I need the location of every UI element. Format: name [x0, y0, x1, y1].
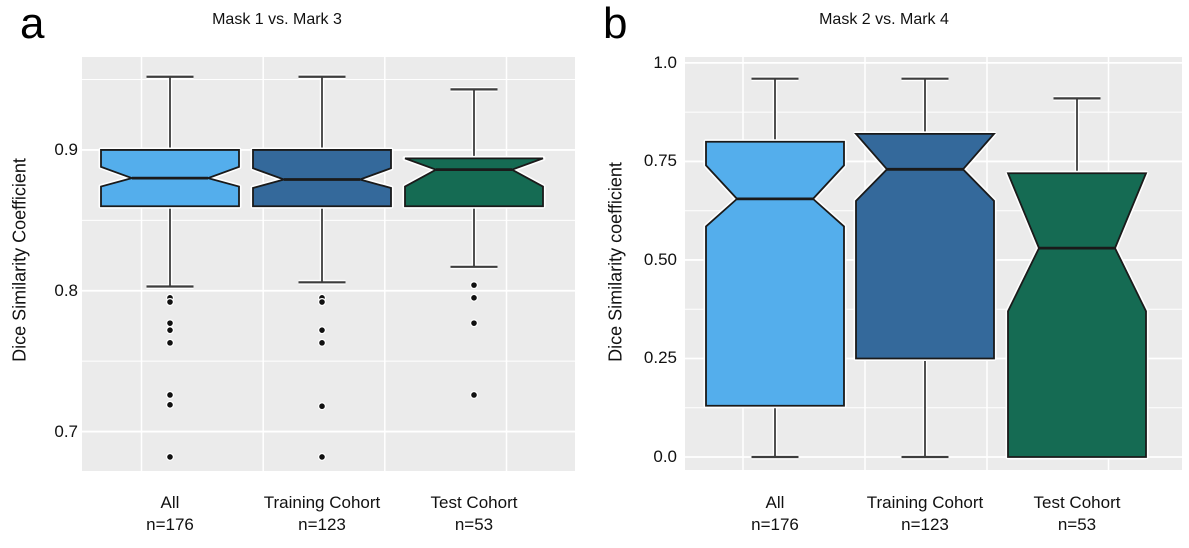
y-tick-label: 0.75 — [643, 151, 677, 171]
y-tick-label: 1.0 — [653, 52, 677, 72]
chart-title-a: Mask 1 vs. Mark 3 — [212, 11, 342, 28]
outlier-point — [470, 281, 479, 290]
outlier-point — [470, 293, 479, 302]
x-category-count: n=176 — [751, 515, 799, 534]
x-category-count: n=176 — [146, 515, 194, 534]
boxplot-panel-b — [685, 57, 1182, 470]
x-category-count: n=123 — [901, 515, 949, 534]
outlier-point — [165, 338, 174, 347]
x-category-label: Test Cohort n=53 — [431, 492, 518, 536]
outlier-point — [318, 298, 327, 307]
panel-background — [82, 57, 575, 471]
outlier-point — [165, 452, 174, 461]
x-category-label: All n=176 — [751, 492, 799, 536]
outlier-point — [318, 402, 327, 411]
x-category-name: Test Cohort — [430, 493, 518, 512]
x-category-name: Training Cohort — [866, 493, 984, 512]
y-axis-title-b: Dice Similarity coefficient — [605, 162, 626, 362]
outlier-point — [470, 390, 479, 399]
outlier-point — [318, 326, 327, 335]
x-category-name: All — [765, 493, 785, 512]
outlier-point — [470, 319, 479, 328]
y-tick-label: 0.25 — [643, 348, 677, 368]
x-category-count: n=123 — [298, 515, 346, 534]
x-category-count: n=53 — [454, 515, 494, 534]
x-category-label: Training Cohort n=123 — [264, 492, 381, 536]
y-axis-title-a: Dice Similarity Coefficient — [9, 158, 30, 362]
box-test-cohort — [404, 157, 544, 208]
box-training-cohort — [854, 132, 996, 360]
panel-letter-b: b — [603, 0, 628, 48]
x-category-name: Test Cohort — [1033, 493, 1121, 512]
y-tick-label: 0.7 — [54, 421, 78, 441]
x-category-label: All n=176 — [146, 492, 194, 536]
panel-letter-a: a — [20, 0, 45, 48]
box-training-cohort — [252, 149, 392, 208]
outlier-point — [165, 400, 174, 409]
y-tick-label: 0.8 — [54, 280, 78, 300]
boxplot-panel-a — [82, 57, 575, 471]
outlier-point — [165, 298, 174, 307]
x-category-name: Training Cohort — [263, 493, 381, 512]
outlier-point — [318, 338, 327, 347]
box-test-cohort — [1006, 172, 1148, 458]
chart-title-b: Mask 2 vs. Mark 4 — [819, 11, 949, 28]
box-all — [705, 140, 845, 407]
outlier-point — [165, 326, 174, 335]
outlier-point — [165, 390, 174, 399]
y-tick-label: 0.50 — [643, 249, 677, 269]
x-category-count: n=53 — [1057, 515, 1097, 534]
outlier-point — [318, 452, 327, 461]
x-category-label: Training Cohort n=123 — [867, 492, 984, 536]
y-tick-label: 0.0 — [653, 446, 677, 466]
x-category-name: All — [160, 493, 180, 512]
x-category-label: Test Cohort n=53 — [1034, 492, 1121, 536]
outlier-point — [165, 319, 174, 328]
y-tick-label: 0.9 — [54, 139, 78, 159]
